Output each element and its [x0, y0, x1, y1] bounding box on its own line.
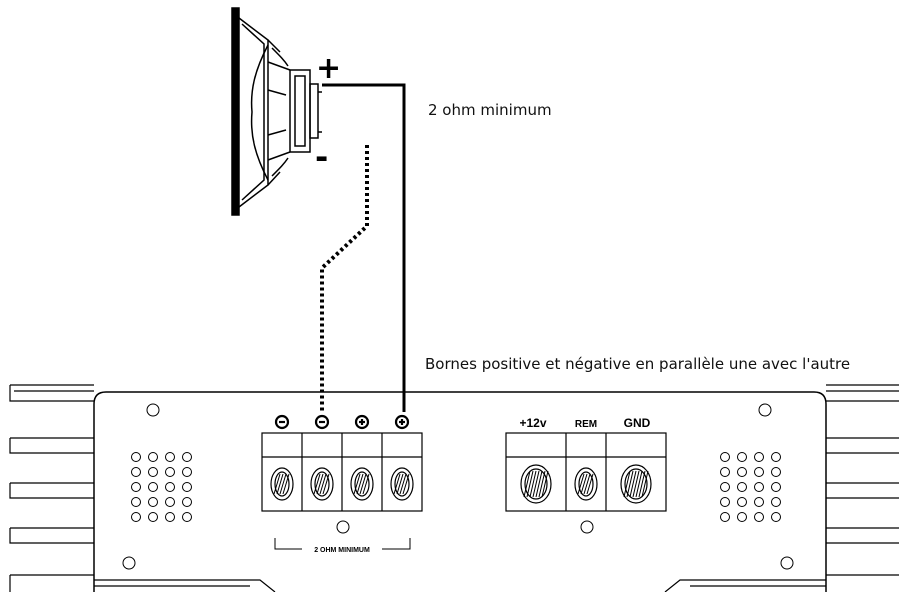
- vent-hole: [182, 452, 192, 462]
- vent-hole: [148, 497, 158, 507]
- vent-hole: [771, 467, 781, 477]
- vent-hole: [148, 452, 158, 462]
- terminal-minus-icon: [314, 414, 330, 430]
- vent-hole: [720, 482, 730, 492]
- positive-wire: [322, 83, 406, 412]
- vent-hole: [737, 467, 747, 477]
- vent-hole: [720, 452, 730, 462]
- vent-hole: [165, 482, 175, 492]
- vent-hole: [131, 452, 141, 462]
- vent-hole: [754, 497, 764, 507]
- amp-front-panel: [93, 391, 827, 592]
- terminal-minus-icon: [274, 414, 290, 430]
- vent-hole: [165, 497, 175, 507]
- mounting-holes: [122, 403, 794, 570]
- terminal-plus-icon: [354, 414, 370, 430]
- terminal-screw: [390, 467, 414, 501]
- vent-holes-right: [720, 452, 781, 522]
- parallel-terminals-note: Bornes positive et négative en parallèle…: [425, 355, 851, 373]
- vent-hole: [737, 512, 747, 522]
- vent-hole: [148, 482, 158, 492]
- speaker-terminal-block: [261, 432, 423, 512]
- vent-hole: [737, 482, 747, 492]
- terminal-screw: [310, 467, 334, 501]
- vent-holes-left: [131, 452, 192, 522]
- terminal-polarity-symbols: [274, 414, 410, 430]
- power-terminal-screws: [520, 464, 652, 504]
- speaker-terminal-screws: [270, 467, 414, 501]
- vent-hole: [771, 497, 781, 507]
- vent-hole: [771, 482, 781, 492]
- ohm-bracket-label: 2 OHM MINIMUM: [314, 547, 370, 554]
- terminal-label-gnd: GND: [624, 416, 651, 430]
- speaker-plus-sign: +: [316, 51, 341, 86]
- terminal-label-12v: +12v: [519, 416, 546, 430]
- vent-hole: [165, 467, 175, 477]
- vent-hole: [720, 512, 730, 522]
- vent-hole: [754, 467, 764, 477]
- vent-hole: [131, 512, 141, 522]
- vent-hole: [182, 497, 192, 507]
- speaker: [231, 7, 322, 216]
- ohm-minimum-note: 2 ohm minimum: [428, 101, 552, 119]
- vent-hole: [720, 467, 730, 477]
- power-terminal-block: [505, 432, 667, 512]
- right-heatsink: [826, 384, 899, 576]
- terminal-label-rem: REM: [575, 419, 597, 430]
- vent-hole: [165, 512, 175, 522]
- vent-hole: [720, 497, 730, 507]
- terminal-screw: [620, 464, 652, 504]
- vent-hole: [131, 497, 141, 507]
- vent-hole: [182, 482, 192, 492]
- vent-hole: [165, 452, 175, 462]
- terminal-screw: [270, 467, 294, 501]
- vent-hole: [771, 452, 781, 462]
- vent-hole: [771, 512, 781, 522]
- terminal-screw: [520, 464, 552, 504]
- vent-hole: [148, 512, 158, 522]
- amplifier: [9, 384, 899, 592]
- ohm-bracket: [274, 538, 411, 550]
- negative-wire: [320, 145, 369, 412]
- vent-hole: [131, 482, 141, 492]
- vent-hole: [737, 497, 747, 507]
- vent-hole: [754, 452, 764, 462]
- vent-hole: [754, 512, 764, 522]
- vent-hole: [737, 452, 747, 462]
- terminal-plus-icon: [394, 414, 410, 430]
- vent-hole: [131, 467, 141, 477]
- speaker-minus-sign: -: [315, 138, 328, 176]
- vent-hole: [148, 467, 158, 477]
- terminal-screw: [350, 467, 374, 501]
- vent-hole: [182, 467, 192, 477]
- vent-hole: [182, 512, 192, 522]
- terminal-screw: [574, 467, 598, 501]
- vent-hole: [754, 482, 764, 492]
- left-heatsink: [9, 384, 94, 592]
